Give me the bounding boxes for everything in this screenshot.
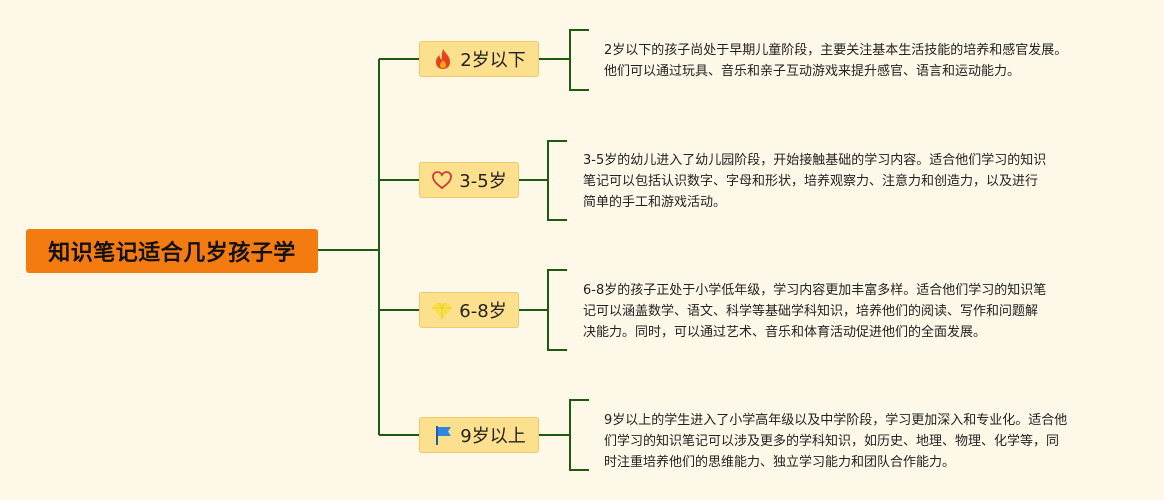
branch-label: 6-8岁 — [459, 301, 507, 322]
heart-outline-icon — [431, 169, 453, 191]
root-title: 知识笔记适合几岁孩子学 — [48, 241, 296, 266]
branch-under-2: 2岁以下 — [419, 41, 539, 77]
branch-label: 3-5岁 — [459, 171, 507, 192]
branch-9-plus: 9岁以上 — [419, 417, 539, 453]
branch-description: 3-5岁的幼儿进入了幼儿园阶段，开始接触基础的学习内容。适合他们学习的知识 笔记… — [583, 153, 1047, 210]
branch-description: 6-8岁的孩子正处于小学低年级，学习内容更加丰富多样。适合他们学习的知识笔 记可… — [583, 283, 1047, 340]
branch-6-8: 6-8岁 — [419, 292, 519, 328]
branch-label: 2岁以下 — [460, 50, 526, 71]
branch-description: 2岁以下的孩子尚处于早期儿童阶段，主要关注基本生活技能的培养和感官发展。 他们可… — [604, 43, 1068, 79]
branch-description: 9岁以上的学生进入了小学高年级以及中学阶段，学习更加深入和专业化。适合他 们学习… — [604, 413, 1068, 470]
fire-icon — [432, 48, 454, 70]
branch-label: 9岁以上 — [460, 426, 526, 447]
branch-3-5: 3-5岁 — [419, 162, 519, 198]
flag-icon — [432, 424, 454, 446]
root-topic: 知识笔记适合几岁孩子学 — [26, 229, 318, 273]
gem-icon — [431, 299, 453, 321]
